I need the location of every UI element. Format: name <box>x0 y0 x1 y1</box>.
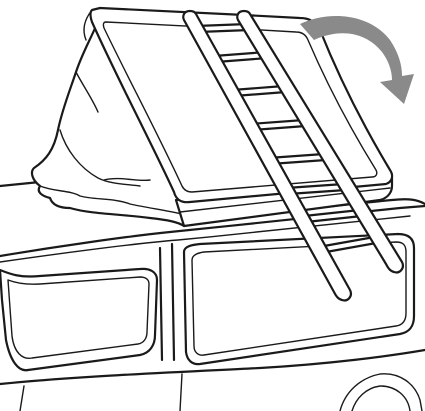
wheel-arch <box>352 386 410 411</box>
rear-window-inner <box>8 277 149 358</box>
vehicle-pillar <box>160 244 174 360</box>
vehicle-door-line <box>20 374 422 411</box>
vehicle-lower-body <box>0 350 425 384</box>
